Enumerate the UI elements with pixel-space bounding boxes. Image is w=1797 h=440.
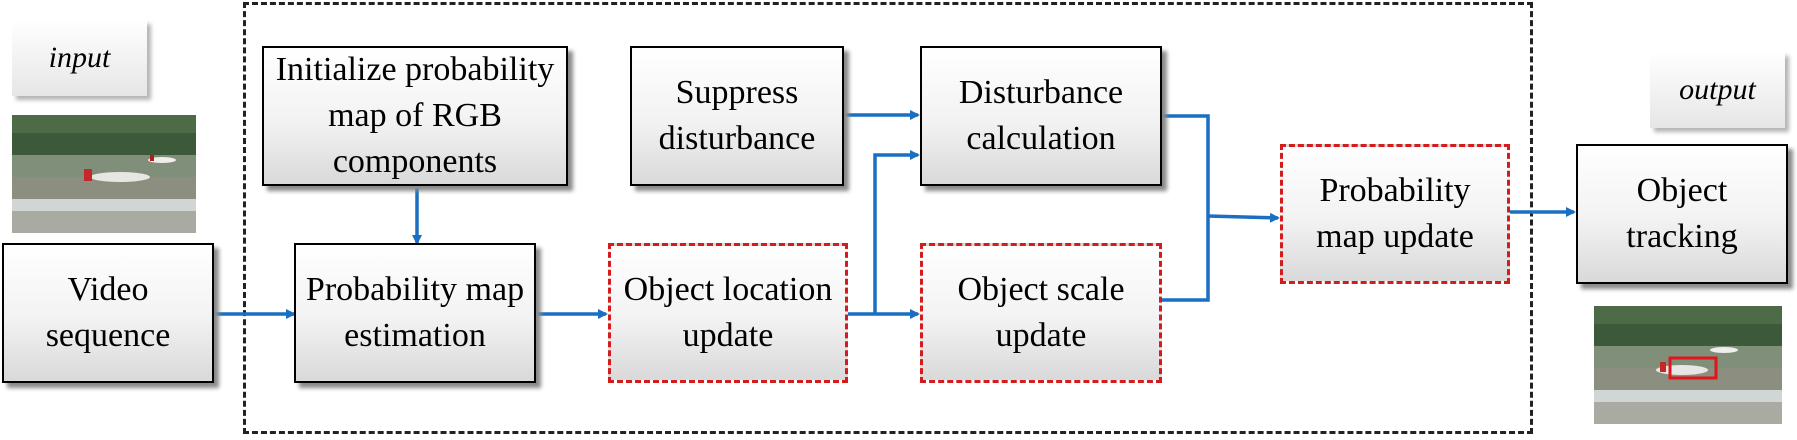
video-sequence-box: Video sequence <box>2 243 214 383</box>
suppress-disturbance-box: Suppress disturbance <box>630 46 844 186</box>
output-frame-image <box>1594 306 1782 424</box>
initialize-probability-box: Initialize probability map of RGB compon… <box>262 46 568 186</box>
object-tracking-box: Object tracking <box>1576 144 1788 284</box>
disturbance-calculation-box: Disturbance calculation <box>920 46 1162 186</box>
probability-update-box: Probability map update <box>1280 144 1510 284</box>
process-frame <box>243 2 1533 434</box>
input-label: input <box>12 20 147 96</box>
input-frame-image <box>12 115 196 233</box>
object-scale-box: Object scale update <box>920 243 1162 383</box>
probability-estimation-box: Probability map estimation <box>294 243 536 383</box>
output-label: output <box>1650 52 1785 128</box>
object-location-box: Object location update <box>608 243 848 383</box>
tracking-bbox <box>1668 356 1718 380</box>
